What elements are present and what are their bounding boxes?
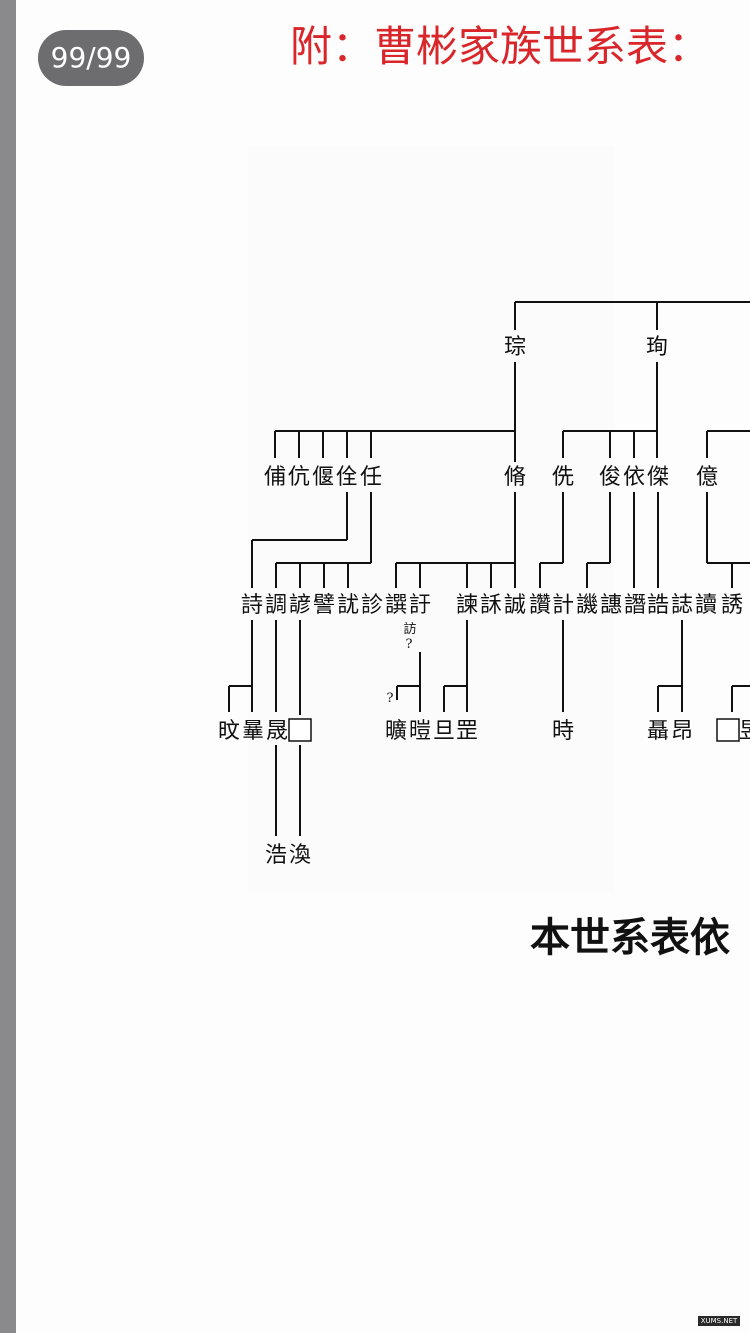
tree-node: 琮 [504, 335, 526, 360]
tree-node: 調 [265, 593, 287, 618]
tree-node: 曅 [242, 719, 264, 744]
tree-node: 佺 [336, 465, 358, 490]
tree-note: ? [406, 637, 413, 652]
tree-node: 渙 [289, 843, 311, 868]
scanned-page [248, 146, 614, 892]
tree-node: 偃 [312, 465, 334, 490]
tree-node: 珣 [646, 335, 668, 360]
tree-node: 譏 [576, 593, 598, 618]
missing-name-box [288, 718, 312, 742]
tree-node: 曠 [385, 719, 407, 744]
tree-node: 侁 [552, 465, 574, 490]
tree-node: 譖 [624, 593, 646, 618]
tree-connectors [228, 301, 750, 836]
tree-node: 任 [360, 465, 382, 490]
tree-node: 昱 [739, 719, 750, 744]
tree-node: 浩 [265, 843, 287, 868]
tree-node: 詩 [241, 593, 263, 618]
tree-node: 傑 [647, 465, 669, 490]
tree-node: 讚 [529, 593, 551, 618]
tree-node: 誌 [671, 593, 693, 618]
tree-node: 訧 [337, 593, 359, 618]
tree-node: 誠 [504, 593, 526, 618]
site-watermark: XUMS.NET [698, 1316, 740, 1326]
tree-node: 罡 [456, 719, 478, 744]
tree-node: 診 [361, 593, 383, 618]
missing-name-box [716, 718, 740, 742]
tree-node: 時 [552, 719, 574, 744]
tree-node: 譬 [313, 593, 335, 618]
tree-note: 訪 [403, 621, 416, 637]
tree-node: 誘 [721, 593, 743, 618]
tree-node: 聶 [647, 719, 669, 744]
tree-node: 俌 [264, 465, 286, 490]
tree-node: 訏 [409, 593, 431, 618]
tree-node: 暟 [409, 719, 431, 744]
page-counter-badge[interactable]: 99/99 [38, 30, 144, 86]
tree-node: 依 [623, 465, 645, 490]
tree-node: 計 [552, 593, 574, 618]
tree-node: 旦 [433, 719, 455, 744]
tree-node: 脩 [504, 465, 526, 490]
document-title: 附：曹彬家族世系表： [290, 22, 711, 71]
tree-node: 俊 [599, 465, 621, 490]
tree-node: 晟 [266, 719, 288, 744]
tree-node: 昂 [671, 719, 693, 744]
tree-node: 諫 [456, 593, 478, 618]
tree-node: 億 [696, 465, 718, 490]
tree-node: 伉 [288, 465, 310, 490]
tree-node: 誥 [647, 593, 669, 618]
document-footer-text: 本世系表依 [530, 914, 730, 961]
viewer-side-bar [0, 0, 16, 1333]
tree-note: ? [387, 691, 394, 706]
tree-node: 旼 [218, 719, 240, 744]
tree-node: 訸 [480, 593, 502, 618]
tree-node: 諺 [289, 593, 311, 618]
tree-node: 讀 [695, 593, 717, 618]
tree-node: 譔 [385, 593, 407, 618]
tree-node: 譓 [600, 593, 622, 618]
